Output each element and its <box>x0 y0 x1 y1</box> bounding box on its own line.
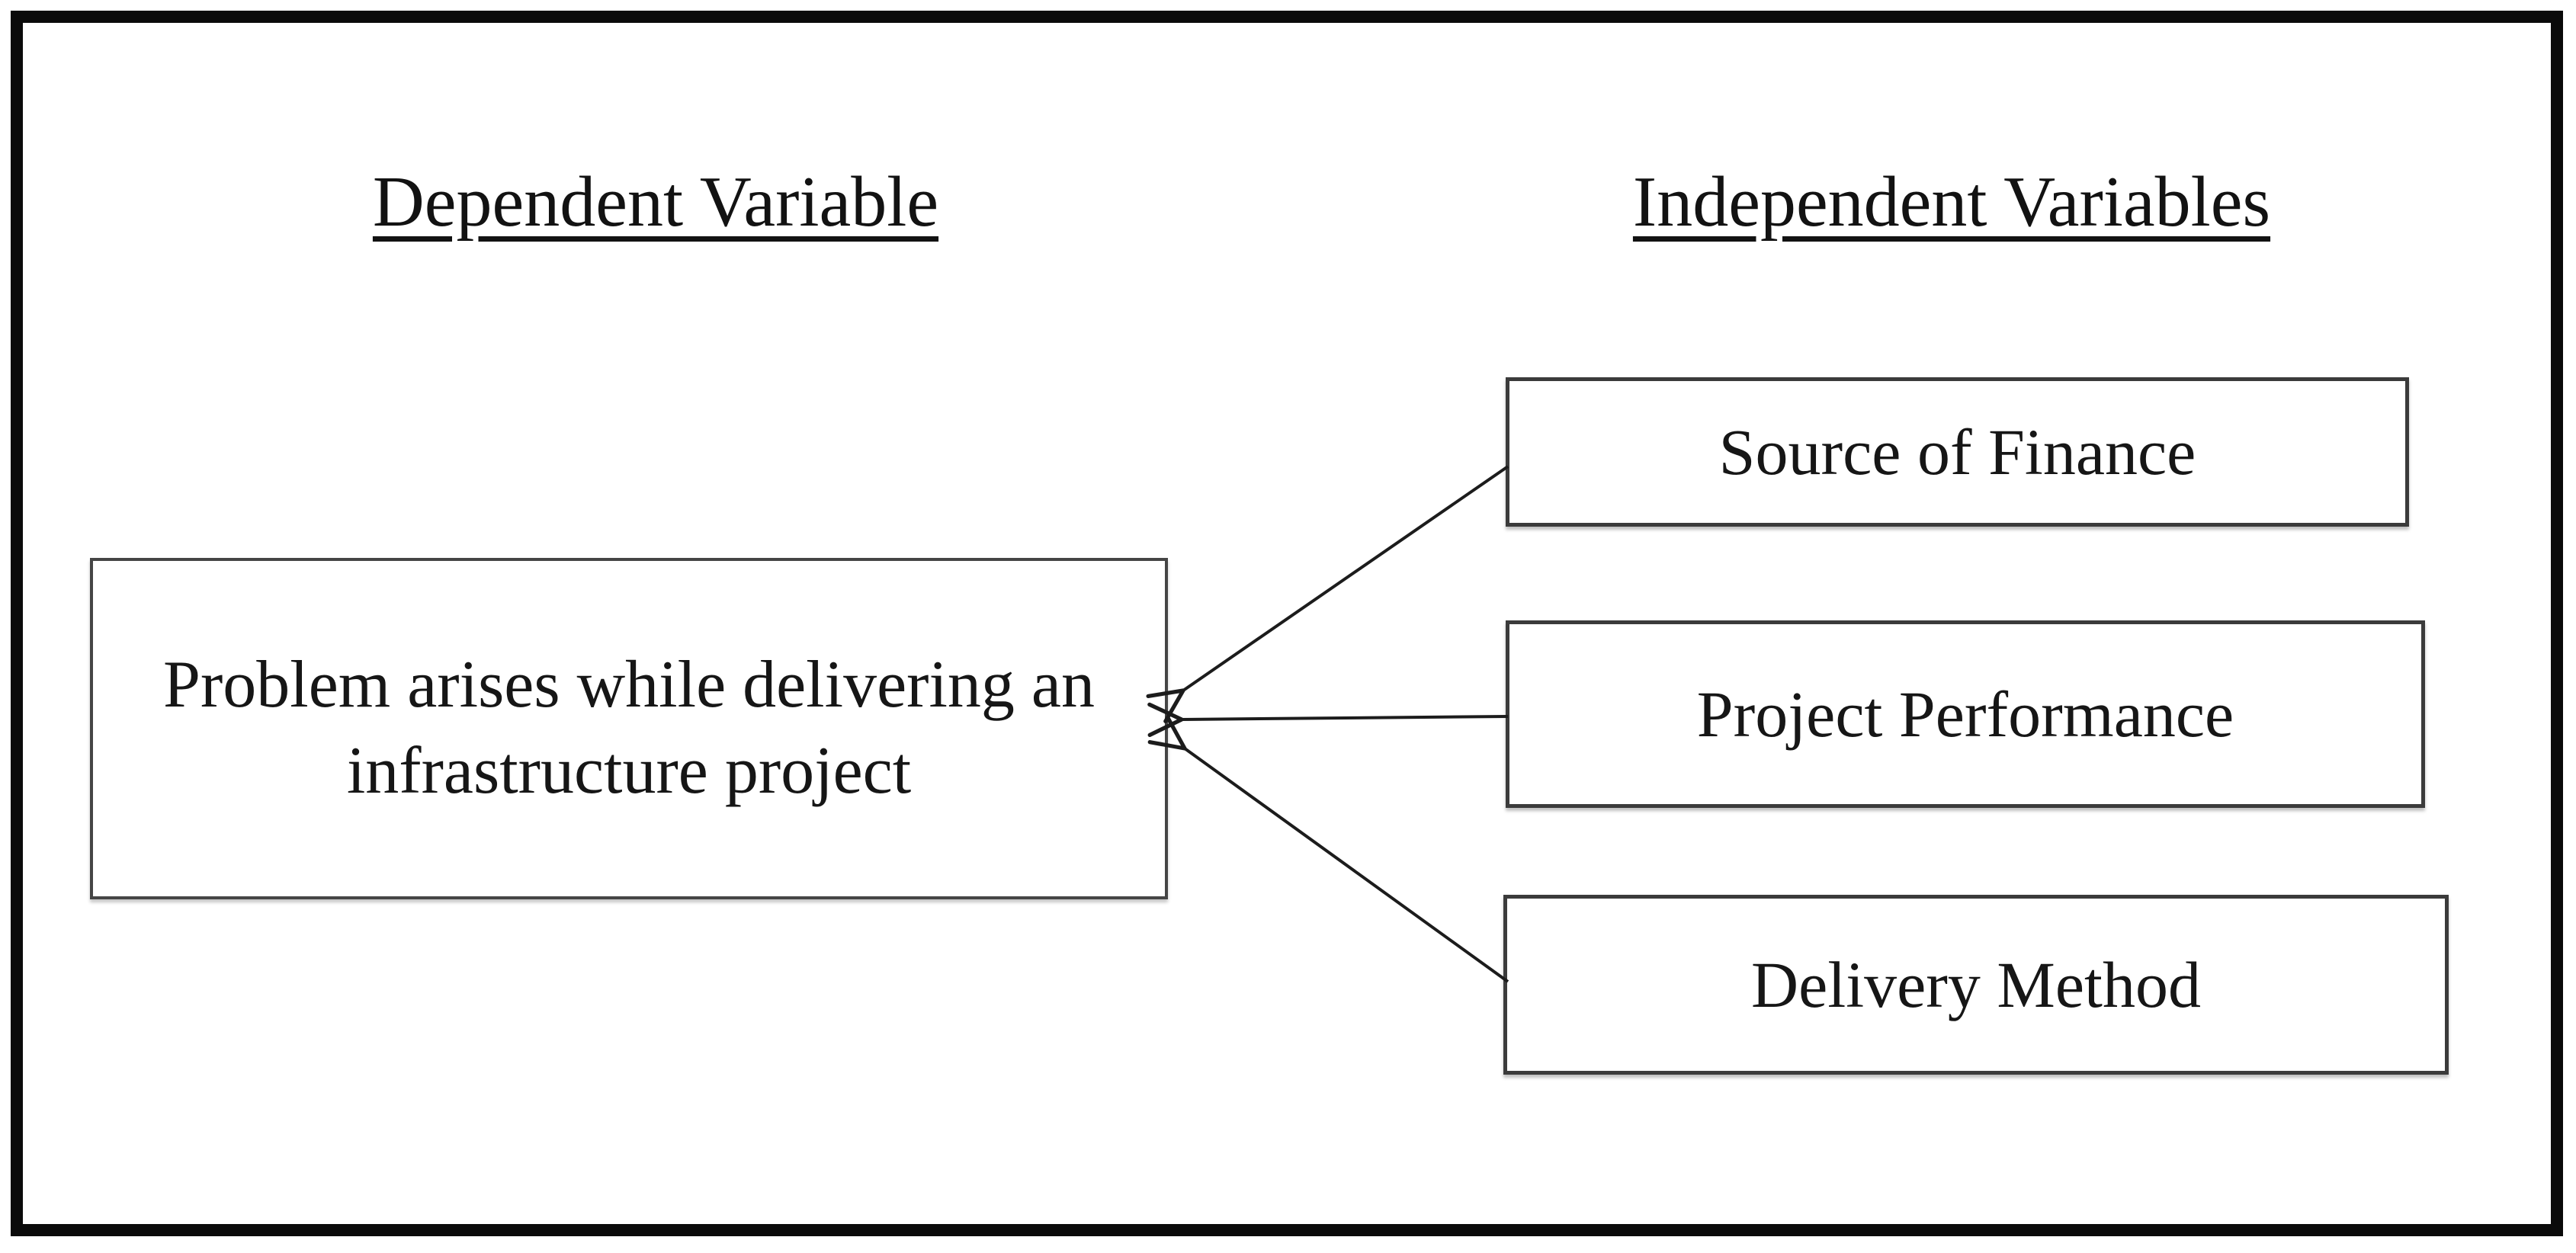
independent-box-delivery-method: Delivery Method <box>1503 895 2449 1075</box>
dependent-variable-heading: Dependent Variable <box>372 162 939 242</box>
independent-box-source-of-finance: Source of Finance <box>1506 377 2409 527</box>
dependent-box-line-2: infrastructure project <box>346 734 912 808</box>
delivery-method-label: Delivery Method <box>1751 948 2201 1021</box>
project-performance-label: Project Performance <box>1696 678 2234 751</box>
dependent-box-line-1: Problem arises while delivering an <box>163 648 1095 723</box>
dependent-variable-box-text: Problem arises while delivering an infra… <box>163 643 1095 814</box>
outer-frame <box>11 11 2563 1236</box>
independent-box-project-performance: Project Performance <box>1506 620 2425 808</box>
source-of-finance-label: Source of Finance <box>1718 415 2196 489</box>
dependent-variable-box: Problem arises while delivering an infra… <box>90 558 1168 899</box>
independent-variables-heading: Independent Variables <box>1632 162 2271 242</box>
